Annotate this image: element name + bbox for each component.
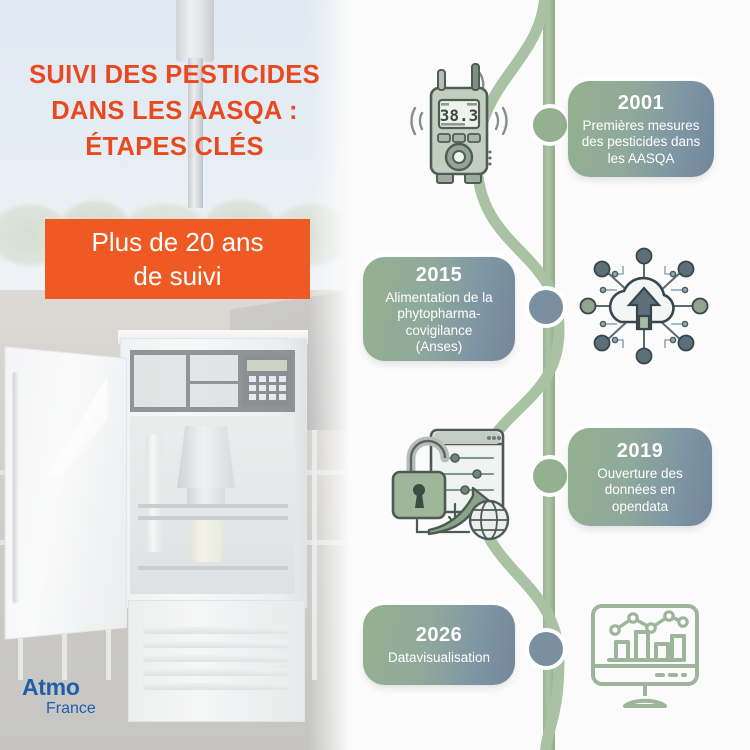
open-padlock-opendata-icon [391,428,510,541]
flow-tube [146,434,162,552]
milestone-year-2026: 2026 [415,624,463,647]
logo-line-atmo: Atmo [22,674,80,700]
page-title: SUIVI DES PESTICIDES DANS LES AASQA : ÉT… [0,57,349,165]
shelf [138,516,288,520]
milestone-desc-2015-line-3: covigilance [405,322,473,338]
cabinet-control-panel [130,350,295,412]
cabinet-keypad [243,356,291,406]
milestone-card-2001[interactable]: 2001 Premières mesures des pesticides da… [568,81,714,177]
milestone-year-2019: 2019 [616,439,664,462]
photo-edge-fade [309,0,349,750]
milestone-desc-2015-line-1: Alimentation de la [385,289,493,305]
sampler-neck [187,488,225,504]
puzzle-tab-2019 [533,459,567,493]
milestone-card-2015[interactable]: 2015 Alimentation de la phytopharma- cov… [363,257,515,361]
milestone-year-2001: 2001 [617,91,665,114]
milestone-desc-2015-line-2: phytopharma- [397,306,481,321]
cabinet-base [128,600,305,722]
logo-line-france: France [46,700,96,717]
title-line-3: ÉTAPES CLÉS [85,133,264,161]
milestone-desc-2019-line-2: données en [604,482,676,498]
banner-line-2: de suivi [133,261,222,291]
sampler-cone [177,426,235,488]
milestone-desc-2019-line-1: Ouverture des [597,465,683,481]
station-photo [0,0,349,750]
milestone-desc-2019-line-3: opendata [611,498,669,514]
milestone-card-2026[interactable]: 2026 Datavisualisation [363,605,515,685]
panel-label [190,355,238,381]
puzzle-tab-2001 [533,108,567,142]
shelf [138,504,288,508]
highlight-banner: Plus de 20 ans de suivi [45,219,310,299]
sample-filter [190,520,222,562]
handheld-air-monitor-icon: 38.3 [410,63,508,184]
milestone-desc-2026-line-1: Datavisualisation [387,650,491,666]
sampler-head [176,0,214,62]
puzzle-tab-2015 [529,290,563,324]
sampler-pole [188,58,203,208]
banner-line-1: Plus de 20 ans [91,227,264,257]
milestone-year-2015: 2015 [415,263,463,286]
milestone-desc-2001-line-3: les AASQA [607,150,675,166]
milestone-desc-2015-line-4: (Anses) [415,339,463,354]
milestone-desc-2001-line-1: Premières mesures [582,117,700,133]
shelf [138,566,288,570]
cabinet-interior [130,416,295,594]
timeline-panel: 2001 Premières mesures des pesticides da… [349,0,750,750]
title-line-2: DANS LES AASQA : [51,97,298,125]
monitor-reading: 38.3 [440,106,479,125]
panel-label [190,384,238,407]
puzzle-tab-2026 [529,632,563,666]
atmo-france-logo: Atmo France [22,676,132,718]
cabinet-display [247,360,287,371]
milestone-card-2019[interactable]: 2019 Ouverture des données en opendata [568,428,712,526]
panel-label [134,355,186,407]
milestone-desc-2001-line-2: des pesticides dans [581,134,701,150]
title-line-1: SUIVI DES PESTICIDES [29,61,320,89]
photo-white-overlay [0,0,349,750]
cloud-upload-network-icon [579,247,709,365]
dataviz-monitor-icon [591,604,699,708]
